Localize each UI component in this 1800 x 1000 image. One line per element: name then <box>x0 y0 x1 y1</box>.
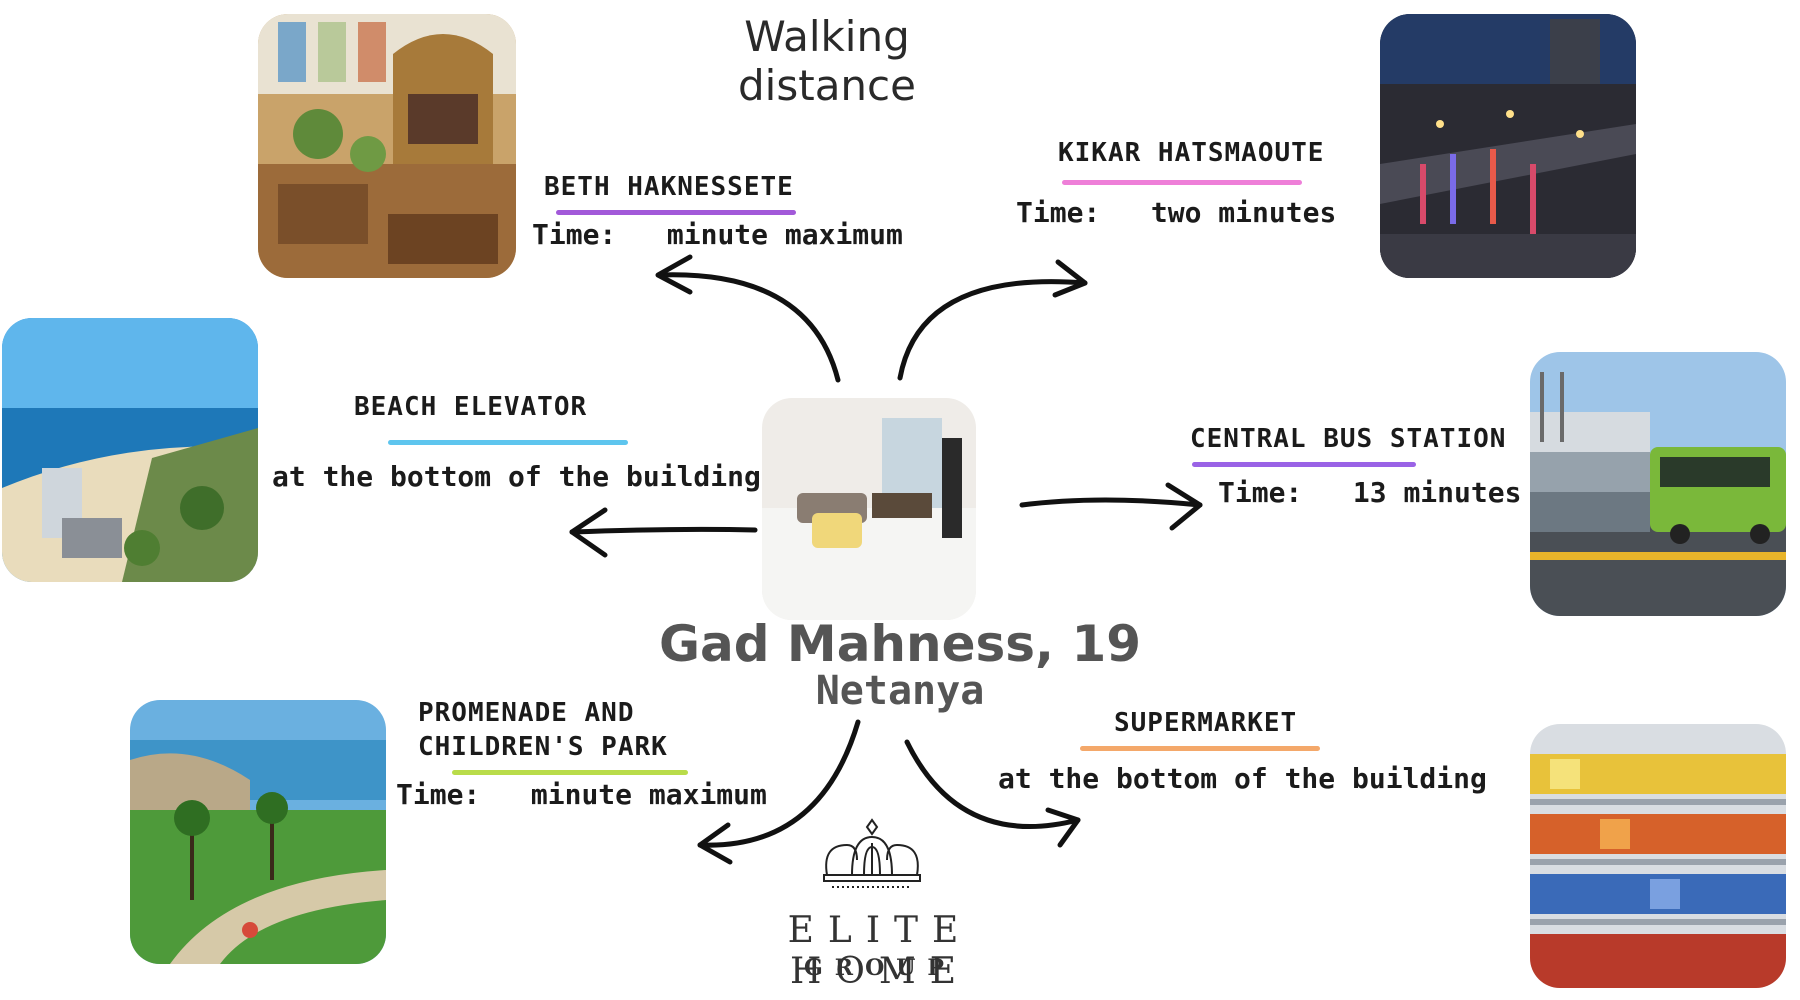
promenade-time-prefix: Time: <box>396 778 481 811</box>
arrow-head-kikar <box>1052 259 1088 298</box>
beach-label: BEACH ELEVATOR <box>354 392 588 422</box>
supermarket-note: at the bottom of the building <box>998 762 1487 795</box>
apartment-photo <box>762 398 976 620</box>
kikar-time-value: two minutes <box>1150 196 1337 229</box>
arrow-to-supermarket <box>904 739 1081 829</box>
promenade-photo <box>130 700 386 964</box>
arrow-to-beach <box>569 526 758 535</box>
arrow-head-promenade <box>697 822 733 865</box>
kikar-label: KIKAR HATSMAOUTE <box>1058 138 1325 168</box>
arrow-to-promenade <box>697 719 861 848</box>
bus-station-photo <box>1530 352 1786 616</box>
page-title: Walking distance <box>738 12 916 110</box>
kikar-photo <box>1380 14 1636 278</box>
beach-underline <box>388 440 628 445</box>
arrow-to-synagogue <box>657 272 841 383</box>
synagogue-time-prefix: Time: <box>532 218 617 251</box>
promenade-label-line2: CHILDREN'S PARK <box>418 732 668 762</box>
supermarket-label: SUPERMARKET <box>1114 708 1298 738</box>
beach-note: at the bottom of the building <box>272 460 761 493</box>
kikar-time-prefix: Time: <box>1016 196 1101 229</box>
promenade-time: Time: minute maximum <box>396 778 767 811</box>
bus-station-time-value: 13 minutes <box>1352 476 1522 509</box>
synagogue-time: Time: minute maximum <box>532 218 903 251</box>
bus-station-underline <box>1192 462 1416 467</box>
beach-photo <box>2 318 258 582</box>
synagogue-label: BETH HAKNESSETE <box>544 172 794 202</box>
promenade-underline <box>452 770 688 775</box>
kikar-time: Time: two minutes <box>1016 196 1336 229</box>
brand-subtitle: GROUP <box>804 955 956 981</box>
arrow-head-bus <box>1165 482 1203 531</box>
bus-station-label: CENTRAL BUS STATION <box>1190 424 1507 454</box>
arrow-to-kikar <box>897 279 1088 381</box>
address-city: Netanya <box>815 668 985 714</box>
brand-name: ELITE HOME <box>787 910 973 992</box>
kikar-underline <box>1062 180 1302 185</box>
arrow-to-bus <box>1019 497 1203 508</box>
arrow-head-supermarket <box>1045 807 1081 848</box>
supermarket-underline <box>1080 746 1320 751</box>
synagogue-time-value: minute maximum <box>666 218 903 251</box>
promenade-label-line1: PROMENADE AND <box>418 698 635 728</box>
bus-station-time-prefix: Time: <box>1218 476 1303 509</box>
bus-station-time: Time: 13 minutes <box>1218 476 1521 509</box>
crown-logo-icon <box>823 818 921 888</box>
synagogue-underline <box>556 210 796 215</box>
synagogue-photo <box>258 14 516 278</box>
promenade-time-value: minute maximum <box>530 778 767 811</box>
arrow-head-beach <box>569 507 608 558</box>
supermarket-photo <box>1530 724 1786 988</box>
address-title: Gad Mahness, 19 <box>658 615 1142 673</box>
arrow-head-synagogue <box>655 254 693 295</box>
